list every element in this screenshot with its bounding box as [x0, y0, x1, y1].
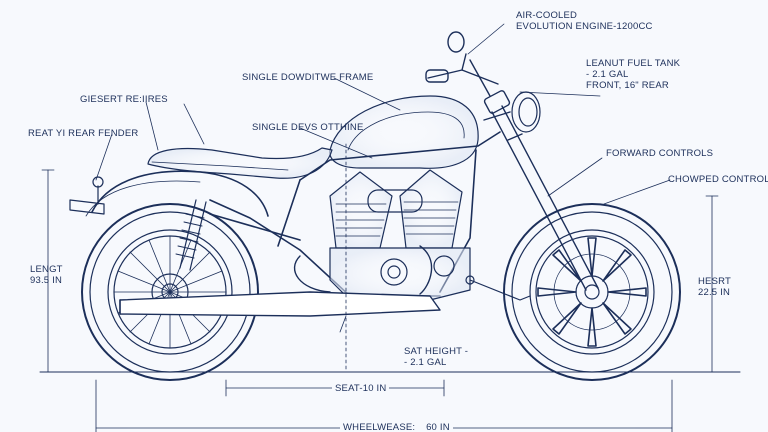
engine-callout: AIR-COOLED EVOLUTION ENGINE-1200CC	[516, 10, 653, 32]
forward-controls	[465, 275, 531, 301]
engine	[329, 169, 471, 301]
length-value: 93.5 IN	[30, 275, 63, 286]
seat-height-line1: SAT HEIGHT -	[404, 346, 469, 357]
frame-callout: SINGLE DOWDITWE FRAME	[242, 72, 374, 83]
seat-height-callout: SAT HEIGHT - - 2.1 GAL	[404, 346, 468, 368]
height-label: HESRT	[698, 276, 732, 287]
chrome-controls-callout: CHOWPED CONTROLS	[668, 174, 768, 185]
front-fork	[483, 90, 599, 291]
height-value: 22.5 IN	[698, 287, 731, 298]
fuel-tank-callout: LEANUT FUEL TANK - 2.1 GAL FRONT, 16" RE…	[586, 58, 680, 91]
wheelbase-label: WHEELWEASE:	[343, 422, 416, 432]
forward-controls-callout: FORWARD CONTROLS	[606, 148, 714, 159]
seat	[147, 147, 333, 179]
rear-fender-callout: REAT YI REAR FENDER	[28, 128, 139, 139]
headlight	[511, 91, 541, 133]
outline-callout: SINGLE DEVS OTTHINE	[252, 122, 364, 133]
fuel-tank-callout-line2: - 2.1 GAL	[586, 69, 629, 80]
rear-wheel	[81, 203, 259, 381]
fuel-tank-callout-line1: LEANUT FUEL TANK	[586, 58, 681, 69]
wheelbase-value: 60 IN	[426, 422, 450, 432]
wheelbase-dimension: WHEELWEASE: 60 IN	[340, 422, 453, 432]
height-dimension: HESRT 22.5 IN	[698, 276, 731, 298]
length-dimension: LENGT 93.5 IN	[30, 264, 63, 286]
seat-height-line2: - 2.1 GAL	[404, 357, 447, 368]
exhaust-pipe	[119, 245, 441, 317]
rear-fender	[69, 170, 269, 217]
engine-callout-line1: AIR-COOLED	[516, 10, 578, 21]
handlebar	[425, 31, 499, 97]
rear-shock	[175, 199, 207, 271]
leader-lines	[95, 23, 671, 333]
front-wheel	[503, 203, 681, 381]
engine-callout-line2: EVOLUTION ENGINE-1200CC	[516, 21, 653, 32]
seat-dimension: SEAT-10 IN	[332, 383, 390, 394]
seat-callout: GIESERT RE:IIRES	[80, 94, 168, 105]
length-label: LENGT	[30, 264, 63, 275]
fuel-tank-callout-line3: FRONT, 16" REAR	[586, 80, 669, 91]
